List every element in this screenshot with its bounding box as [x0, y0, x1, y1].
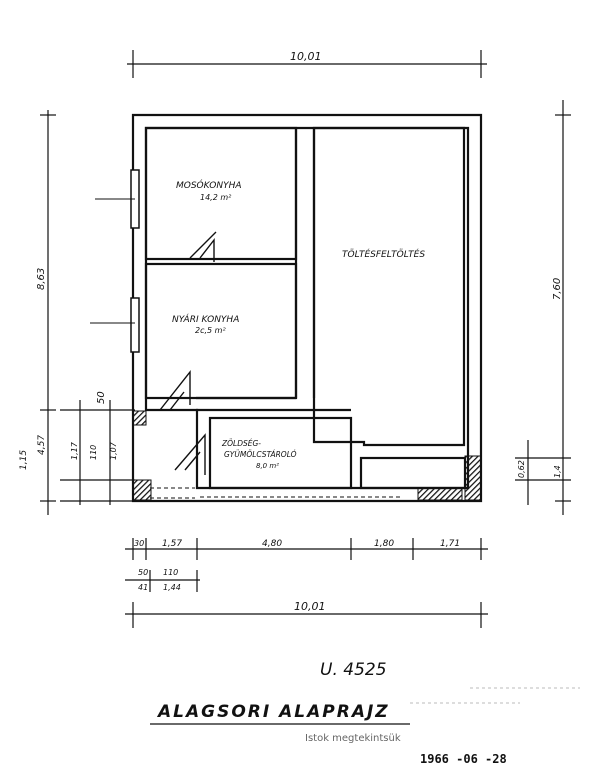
dim-top-total: 10,01 — [290, 50, 322, 63]
dim-bottom-sub3: 41 — [138, 583, 148, 592]
column-hatch — [132, 410, 147, 426]
dim-bottom-sub4: 1,44 — [163, 583, 181, 592]
stair-nyari — [159, 369, 191, 411]
dim-bottom-seg3: 4,80 — [262, 539, 282, 549]
room-toltes-name: TÖLTÉSFELTÖLTÉS — [342, 248, 425, 260]
dim-bottom-seg4: 1,80 — [374, 539, 394, 549]
dim-bottom-sub1: 50 — [138, 568, 148, 577]
dim-bottom-seg1: 30 — [134, 539, 144, 548]
room-zoldseg-name-line2: GYÜMÖLCSTÁROLÓ — [224, 450, 297, 459]
room-mosokonyha-area: 14,2 m² — [200, 193, 232, 202]
dim-bottom-seg5: 1,71 — [440, 539, 460, 549]
dim-left-c: 1,17 — [70, 441, 79, 460]
room-mosokonyha-name: MOSÓKONYHA — [176, 179, 242, 191]
drawing-subtitle: Istok megtekintsük — [305, 733, 401, 744]
outer-wall — [131, 113, 483, 503]
drawing-code: U. 4525 — [320, 660, 387, 680]
dim-right-a: 0,62 — [517, 460, 526, 478]
room-nyari-konyha-name: NYÁRI KONYHA — [172, 313, 239, 325]
dim-left-outer: 8,63 — [36, 268, 47, 290]
dim-right-total: 7,60 — [552, 278, 563, 300]
dim-right-b: 1,4 — [553, 465, 562, 478]
column-hatch — [132, 479, 152, 501]
room-nyari-konyha-area: 2c,5 m² — [195, 326, 226, 335]
dim-left-b: 4,57 — [37, 435, 47, 455]
room-zoldseg-area: 8,0 m² — [256, 462, 279, 470]
room-small-outline — [359, 456, 467, 490]
dim-bottom-total: 10,01 — [294, 600, 326, 613]
column-hatch — [464, 455, 482, 501]
dim-left-d: 1,07 — [109, 441, 118, 460]
drawing-title: ALAGSORI ALAPRAJZ — [158, 702, 390, 722]
dim-left-110: 110 — [89, 445, 98, 460]
dim-left-50: 50 — [96, 391, 107, 404]
stair-mosokonyha — [189, 231, 217, 262]
window-nyari-konyha — [130, 297, 140, 353]
room-zoldseg-outline — [208, 416, 353, 490]
column-hatch — [417, 487, 463, 501]
dim-left-a: 1,15 — [19, 450, 29, 470]
room-zoldseg-name-line1: ZÖLDSÉG- — [221, 439, 261, 448]
dim-bottom-sub2: 110 — [163, 568, 178, 577]
stair-corridor — [174, 433, 206, 475]
inner-wall-outline — [144, 126, 470, 490]
drawing-date: 1966 -06 -28 — [420, 752, 507, 766]
dim-bottom-seg2: 1,57 — [162, 539, 182, 549]
room-toltes-outline — [312, 126, 466, 447]
